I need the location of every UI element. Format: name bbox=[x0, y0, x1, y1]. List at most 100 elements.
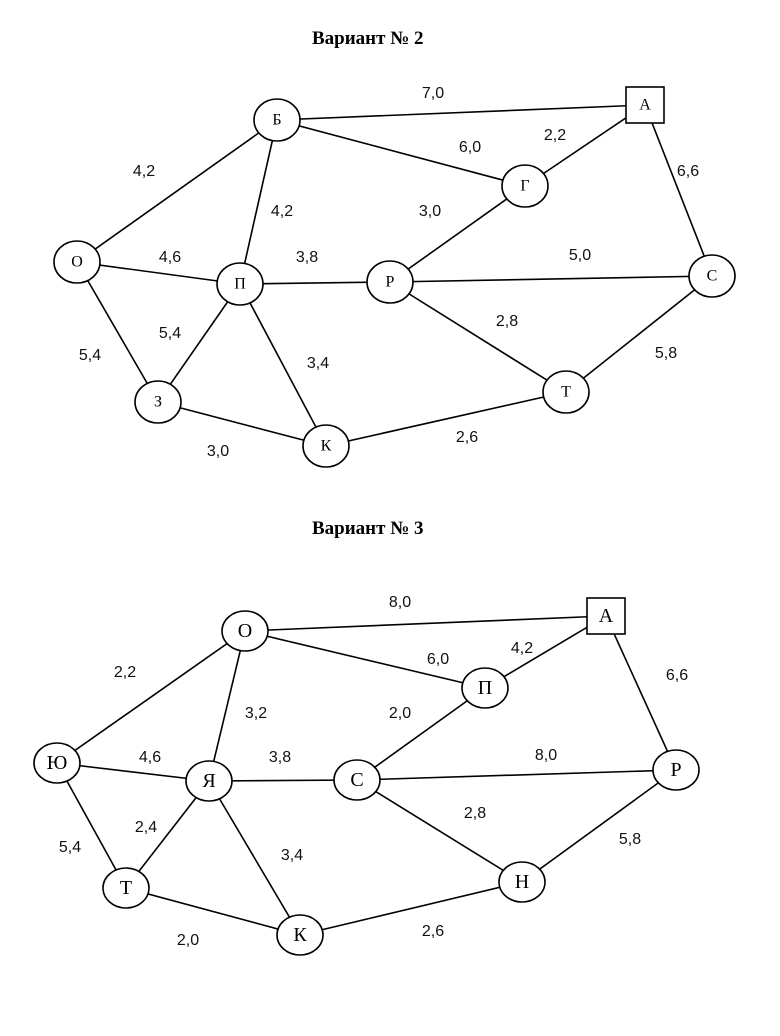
node-square bbox=[625, 86, 665, 124]
edge-s-n bbox=[356, 779, 523, 883]
edge-weight-label: 5,4 bbox=[79, 347, 101, 364]
edge-weight-label: 4,6 bbox=[159, 249, 181, 266]
edge-weight-label: 5,8 bbox=[619, 831, 641, 848]
node-k: К bbox=[302, 424, 350, 468]
edge-weight-label: 4,2 bbox=[133, 163, 155, 180]
node-b: Б bbox=[253, 98, 301, 142]
node-circle bbox=[461, 667, 509, 709]
edge-t-k bbox=[125, 887, 301, 936]
edge-weight-label: 3,8 bbox=[296, 249, 318, 266]
edge-weight-label: 2,8 bbox=[464, 805, 486, 822]
edge-g-a bbox=[524, 104, 646, 187]
node-label: С bbox=[707, 268, 718, 285]
node-circle bbox=[53, 240, 101, 284]
node-p: П bbox=[216, 262, 264, 306]
edge-o-p bbox=[76, 261, 241, 285]
node-label: Г bbox=[520, 178, 529, 195]
node-label: С bbox=[350, 769, 363, 791]
edge-a-s bbox=[644, 104, 713, 277]
node-z: З bbox=[134, 380, 182, 424]
node-circle bbox=[134, 380, 182, 424]
edge-weight-label: 8,0 bbox=[389, 594, 411, 611]
node-label: Я bbox=[202, 770, 215, 792]
node-circle bbox=[33, 742, 81, 784]
edge-weight-label: 3,4 bbox=[281, 847, 303, 864]
edge-weight-label: 4,2 bbox=[271, 203, 293, 220]
node-square bbox=[586, 597, 626, 635]
node-label: А bbox=[639, 97, 651, 114]
node-label: Т bbox=[561, 384, 571, 401]
node-circle bbox=[498, 861, 546, 903]
edge-yu-t bbox=[56, 762, 127, 889]
node-label: Р bbox=[386, 274, 395, 291]
edge-b-g bbox=[276, 119, 526, 187]
edge-weight-label: 2,2 bbox=[114, 664, 136, 681]
edge-yu-ya bbox=[56, 762, 210, 782]
edge-k-n bbox=[299, 881, 523, 936]
edge-k-t bbox=[325, 391, 567, 447]
edge-weight-label: 3,0 bbox=[419, 203, 441, 220]
edge-weight-label: 6,0 bbox=[427, 651, 449, 668]
edge-weight-label: 3,8 bbox=[269, 749, 291, 766]
node-label: О bbox=[238, 620, 252, 642]
node-r: Р bbox=[652, 749, 700, 791]
node-g: Г bbox=[501, 164, 549, 208]
node-circle bbox=[221, 610, 269, 652]
node-circle bbox=[688, 254, 736, 298]
node-o: О bbox=[221, 610, 269, 652]
edge-weight-label: 5,0 bbox=[569, 247, 591, 264]
edge-weight-label: 2,0 bbox=[177, 932, 199, 949]
node-label: Р bbox=[670, 759, 681, 781]
node-circle bbox=[652, 749, 700, 791]
edge-o-z bbox=[76, 261, 159, 403]
node-circle bbox=[542, 370, 590, 414]
node-n: Н bbox=[498, 861, 546, 903]
edge-r-g bbox=[389, 185, 526, 283]
node-label: Ю bbox=[47, 752, 68, 774]
node-label: П bbox=[478, 677, 492, 699]
node-k: К bbox=[276, 914, 324, 956]
node-label: Н bbox=[515, 871, 529, 893]
edge-o-ya bbox=[208, 630, 246, 782]
node-circle bbox=[102, 867, 150, 909]
edge-weight-label: 2,6 bbox=[456, 429, 478, 446]
edge-weight-label: 2,2 bbox=[544, 127, 566, 144]
node-t: Т bbox=[102, 867, 150, 909]
edge-t-s bbox=[565, 275, 713, 393]
edge-s-r bbox=[356, 769, 677, 781]
node-circle bbox=[253, 98, 301, 142]
edge-weight-label: 8,0 bbox=[535, 747, 557, 764]
node-label: А bbox=[599, 605, 614, 627]
node-circle bbox=[185, 760, 233, 802]
node-p: П bbox=[461, 667, 509, 709]
node-label: З bbox=[154, 394, 162, 411]
variant-3-edges bbox=[56, 615, 677, 936]
edge-p-a bbox=[484, 615, 607, 689]
edge-r-t bbox=[389, 281, 567, 393]
node-label: К bbox=[321, 438, 332, 455]
edge-p-r bbox=[239, 281, 391, 285]
edge-weight-label: 4,6 bbox=[139, 749, 161, 766]
node-circle bbox=[333, 759, 381, 801]
edge-weight-label: 7,0 bbox=[422, 85, 444, 102]
edge-weight-label: 2,0 bbox=[389, 705, 411, 722]
edge-weight-label: 2,6 bbox=[422, 923, 444, 940]
node-t: Т bbox=[542, 370, 590, 414]
node-s: С bbox=[333, 759, 381, 801]
node-circle bbox=[302, 424, 350, 468]
node-yu: Ю bbox=[33, 742, 81, 784]
edge-weight-label: 3,4 bbox=[307, 355, 329, 372]
edge-r-s bbox=[389, 275, 713, 283]
edge-ya-t bbox=[125, 780, 210, 889]
edge-weight-label: 2,8 bbox=[496, 313, 518, 330]
edge-weight-label: 4,2 bbox=[511, 640, 533, 657]
variant-3-nodes: А О П Ю Я С Р Т К Н bbox=[33, 597, 700, 956]
edge-weight-label: 2,4 bbox=[135, 819, 157, 836]
edge-weight-label: 6,6 bbox=[677, 163, 699, 180]
node-a: А bbox=[586, 597, 626, 635]
variant-2-edges bbox=[76, 104, 713, 447]
